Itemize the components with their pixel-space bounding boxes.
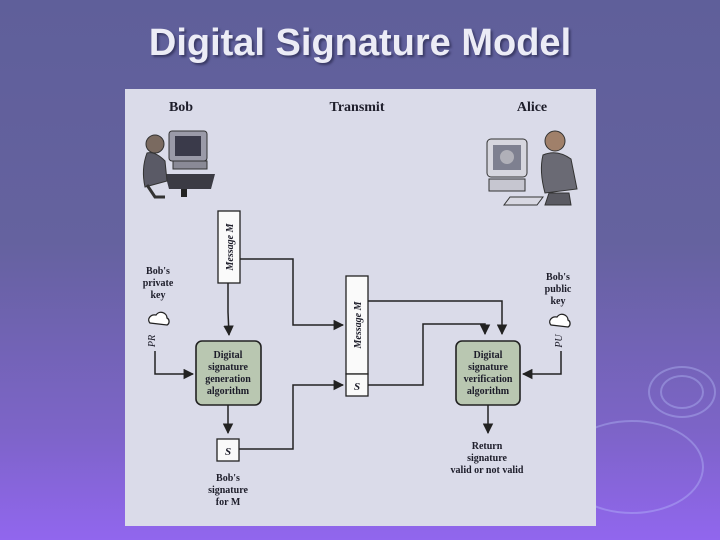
- return-caption-2: signature: [467, 453, 507, 464]
- gen-algo-line-1: Digital: [214, 350, 243, 361]
- gen-algo-line-3: generation: [205, 374, 251, 385]
- header-transmit: Transmit: [330, 100, 385, 115]
- public-key-icon: [549, 313, 571, 328]
- bob-message-label: Message M: [225, 222, 236, 271]
- private-key-label-2: private: [143, 278, 174, 289]
- ver-algo-line-1: Digital: [474, 350, 503, 361]
- return-caption-1: Return: [472, 441, 503, 452]
- digital-signature-diagram: Bob Transmit Alice Bob's private key PR …: [142, 100, 578, 508]
- public-key-label-2: public: [545, 284, 572, 295]
- header-alice: Alice: [517, 100, 547, 115]
- gen-algo-line-2: signature: [208, 362, 248, 373]
- bob-sig-caption-3: for M: [216, 497, 241, 508]
- transmit-message-label: Message M: [353, 300, 364, 349]
- private-key-icon: [148, 311, 170, 326]
- diagram-panel: Bob Transmit Alice Bob's private key PR …: [125, 89, 596, 526]
- gen-algo-line-4: algorithm: [207, 386, 250, 397]
- public-key-symbol: PU: [554, 334, 565, 349]
- bob-signature-symbol: S: [225, 446, 231, 458]
- ver-algo-line-3: verification: [464, 374, 513, 385]
- slide-title: Digital Signature Model: [148, 22, 572, 64]
- header-bob: Bob: [169, 100, 193, 115]
- private-key-symbol: PR: [147, 335, 158, 348]
- bob-sig-caption-1: Bob's: [216, 473, 240, 484]
- private-key-label-1: Bob's: [146, 266, 170, 277]
- alice-computer-illustration: [486, 130, 578, 206]
- public-key-label-1: Bob's: [546, 272, 570, 283]
- bob-signature-box: [216, 438, 240, 462]
- transmit-signature-symbol: S: [354, 381, 360, 393]
- public-key-label-3: key: [551, 296, 566, 307]
- ver-algo-line-4: algorithm: [467, 386, 510, 397]
- bob-message-box: [217, 210, 241, 284]
- bob-computer-illustration: [142, 130, 215, 199]
- ver-algo-line-2: signature: [468, 362, 508, 373]
- private-key-label-3: key: [151, 290, 166, 301]
- return-caption-3: valid or not valid: [451, 465, 524, 476]
- bob-sig-caption-2: signature: [208, 485, 248, 496]
- decorative-swirl: [648, 366, 716, 418]
